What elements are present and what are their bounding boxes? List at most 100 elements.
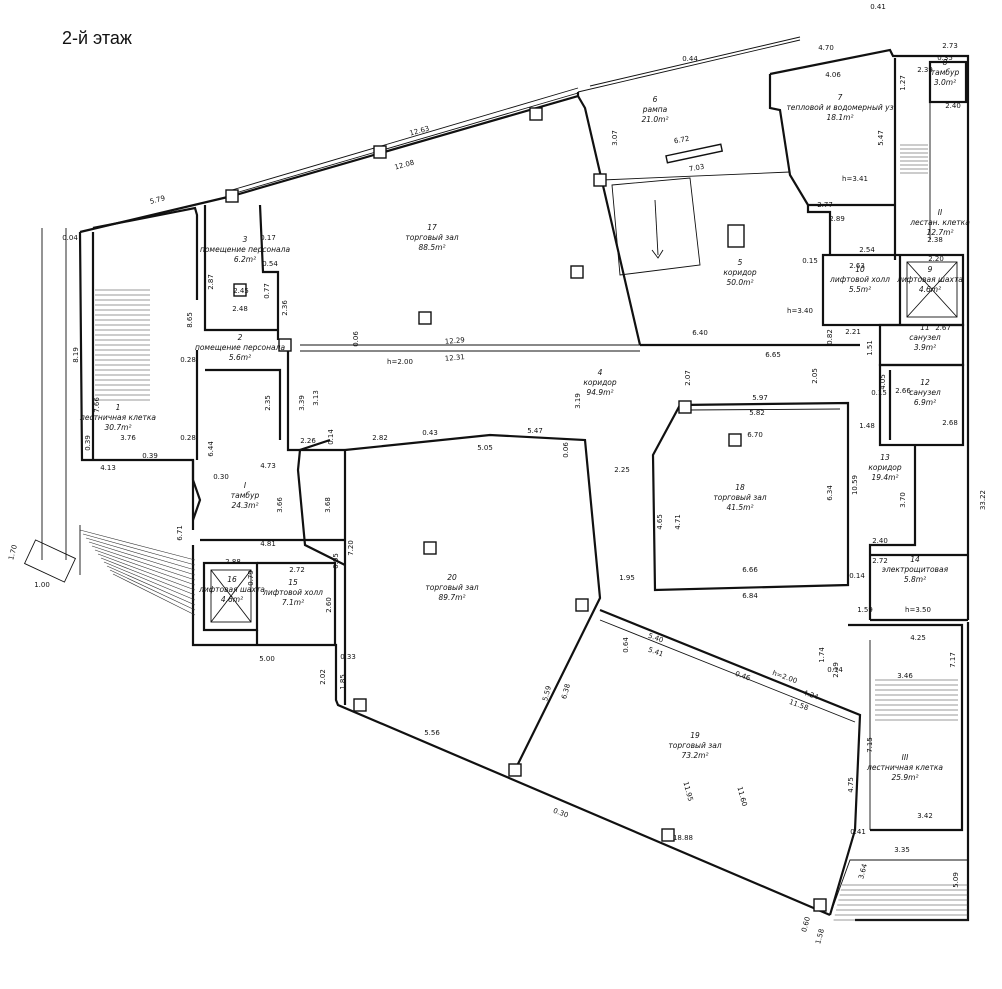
floor-title: 2-й этаж [62, 28, 132, 48]
room-number: 17 [427, 223, 437, 232]
room-area: 5.6m² [229, 353, 251, 362]
dimension-label: 6.40 [692, 329, 708, 337]
room-name: тамбур [931, 68, 960, 77]
dimension-label: 3.19 [574, 393, 582, 409]
dimension-label: 5.82 [749, 409, 765, 417]
dimension-label: 2.48 [232, 305, 248, 313]
dimension-label: 6.38 [560, 683, 572, 700]
stair-1-steps [95, 289, 150, 401]
dimension-label: 0.30 [213, 473, 229, 481]
dimension-label: 1.51 [866, 340, 874, 356]
dimension-label: 0.28 [180, 356, 196, 364]
dimension-label: h=3.40 [787, 307, 813, 315]
dimension-label: 0.39 [142, 452, 158, 460]
dimension-label: 2.88 [225, 558, 241, 566]
dimension-label: 1.00 [34, 581, 50, 589]
dimension-label: 1.95 [619, 574, 635, 582]
room-number: II [938, 208, 943, 217]
dimension-label: 4.70 [818, 44, 834, 52]
stair-ii-block [900, 60, 968, 240]
dimension-label: 3.64 [857, 862, 869, 880]
column [353, 698, 367, 712]
dimension-label: 0.77 [263, 283, 271, 299]
room-number: 12 [920, 378, 930, 387]
column [508, 763, 522, 777]
dimension-label: 12.63 [409, 125, 430, 138]
dimension-label: 2.68 [942, 419, 958, 427]
hall-17-walls [300, 95, 860, 352]
room-name: лестничная клетка [79, 413, 156, 422]
dimension-label: 5.47 [527, 427, 543, 435]
room-number: 20 [447, 573, 457, 582]
column [225, 189, 239, 203]
dimension-label: 11.58 [788, 698, 810, 712]
column [570, 265, 584, 279]
dimension-label: 2.73 [942, 42, 958, 50]
dimension-label: 5.00 [259, 655, 275, 663]
dimension-label: 0.28 [180, 434, 196, 442]
room-name: рампа [642, 105, 668, 114]
dimension-label: 12.08 [394, 159, 415, 172]
dimension-label: 7.03 [688, 163, 705, 174]
dimension-label: 4.81 [260, 540, 276, 548]
dimension-label: 3.13 [312, 390, 320, 406]
dimension-label: 7.66 [93, 397, 101, 413]
dimension-label: 0.06 [562, 442, 570, 458]
dimension-label: 0.14 [327, 429, 335, 445]
room-area: 30.7m² [104, 423, 131, 432]
column [593, 173, 607, 187]
dimension-label: 0.14 [849, 572, 865, 580]
dimension-label: 2.21 [845, 328, 861, 336]
room-name: торговый зал [713, 493, 766, 502]
room-number: 13 [880, 453, 890, 462]
dimension-label: h=3.41 [842, 175, 868, 183]
room-area: 3.9m² [914, 343, 936, 352]
dimension-label: 5.97 [752, 394, 768, 402]
dimension-label: 0.14 [827, 666, 843, 674]
dimension-label: 3.35 [894, 846, 910, 854]
dimension-label: 2.63 [849, 262, 865, 270]
room-number: 3 [243, 235, 248, 244]
room-number: 8 [943, 58, 948, 67]
dimension-label: 3.42 [917, 812, 933, 820]
dimension-label: 2.40 [872, 537, 888, 545]
dimension-label: 6.65 [765, 351, 781, 359]
room-number: I [244, 481, 247, 490]
room-number: 11 [920, 323, 930, 332]
hall-20-walls [343, 433, 602, 771]
dimension-label: 7.17 [949, 652, 957, 668]
dimension-label: 0.43 [422, 429, 438, 437]
dimension-label: 3.70 [899, 492, 907, 508]
room-number: 1 [116, 403, 121, 412]
dimension-label: 7.20 [347, 540, 355, 556]
dimension-label: 4.75 [847, 777, 855, 793]
stair-1-walls [41, 206, 199, 560]
dimension-label: 0.41 [870, 3, 886, 11]
hall-19-walls [599, 608, 862, 916]
dimension-label: 2.82 [372, 434, 388, 442]
room-area: 94.9m² [586, 388, 613, 397]
room-name: лестан. клетка [909, 218, 970, 227]
room-name: лифтовая шахта [198, 585, 265, 594]
room-area: 7.1m² [282, 598, 304, 607]
room-area: 6.9m² [914, 398, 936, 407]
dimension-label: 2.05 [811, 368, 819, 384]
column [728, 433, 742, 447]
column [418, 311, 432, 325]
dimension-label: 6.84 [742, 592, 758, 600]
dimension-label: 1.58 [814, 928, 826, 945]
dimension-label: 2.36 [281, 300, 289, 316]
dimension-label: 11.95 [681, 781, 694, 802]
dimension-label: 2.35 [264, 395, 272, 411]
room-area: 6.2m² [234, 255, 256, 264]
dimension-label: 0.82 [826, 329, 834, 345]
room-name: электрощитовая [882, 565, 949, 574]
dimension-label: 0.46 [734, 670, 752, 683]
room-name: коридор [723, 268, 757, 277]
dimension-label: 2.87 [207, 274, 215, 290]
dimension-label: 2.19 [832, 662, 840, 678]
room-name: лифтовая шахта [896, 275, 963, 284]
